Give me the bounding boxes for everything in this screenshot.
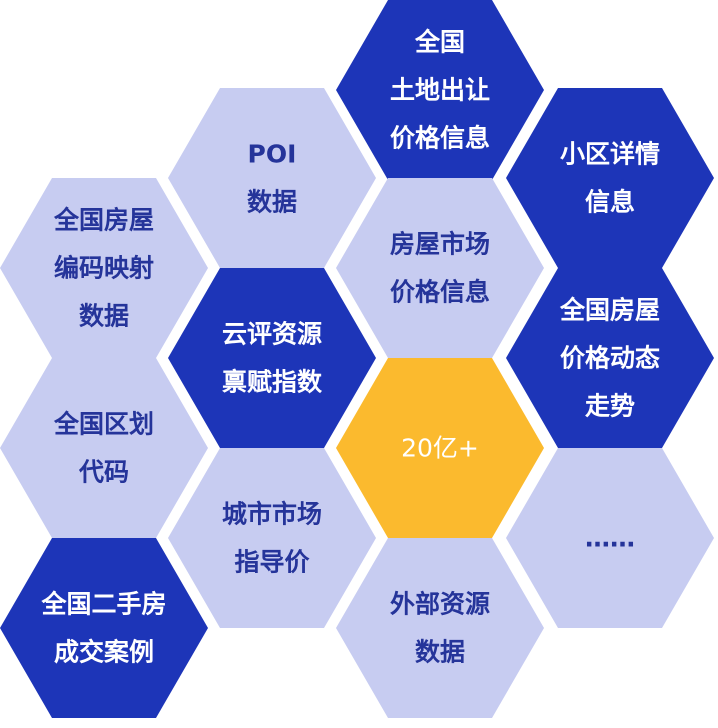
hex-label-line: 数据 (247, 188, 297, 217)
hex-label-line: 房屋市场 (390, 230, 490, 259)
hex-label-line: 价格动态 (560, 344, 660, 373)
hex-shape (336, 358, 544, 538)
hex-shape (168, 88, 376, 268)
hex-label-line: 数据 (415, 638, 465, 667)
hex-label-line: 成交案例 (54, 638, 154, 667)
hex-label-line: 云评资源 (222, 320, 322, 349)
hex-label-line: 数据 (79, 302, 129, 331)
hex-label-line: 编码映射 (54, 254, 154, 283)
hex-shape (506, 448, 714, 628)
hex-label-line: 价格信息 (390, 124, 490, 153)
hex-label-line: POI (248, 140, 297, 169)
hex-label-line: 全国 (414, 28, 465, 57)
hex-shape (168, 448, 376, 628)
hex-label-line: 全国房屋 (559, 296, 660, 325)
hex-label-line: 土地出让 (390, 76, 490, 105)
hex-label-line: 全国二手房 (40, 590, 166, 619)
hex-shape (506, 88, 714, 268)
hex-label-line: …… (585, 524, 635, 553)
hex-shape (0, 358, 208, 538)
hex-label-line: 价格信息 (390, 278, 490, 307)
hex-label-line: 指导价 (234, 548, 310, 577)
hex-shape (0, 178, 208, 358)
hex-label-line: 城市市场 (222, 500, 322, 529)
hex-label-line: 全国区划 (53, 410, 154, 439)
hex-label-line: 代码 (78, 458, 129, 487)
hex-cell-center-total: 20亿+ (336, 358, 544, 538)
hex-shape (506, 268, 714, 448)
hex-label-line: 禀赋指数 (222, 368, 323, 397)
hex-shape (168, 268, 376, 448)
hex-cell-poi-data: POI 数据 (168, 88, 376, 268)
hex-shape (336, 538, 544, 718)
hex-shape (0, 538, 208, 718)
hex-label-line: 外部资源 (390, 590, 490, 619)
hex-label-line: 小区详情 (560, 140, 660, 169)
hex-label-line: 20亿+ (401, 434, 479, 463)
hex-cell-more: …… (506, 448, 714, 628)
hex-label-line: 信息 (585, 188, 635, 217)
hex-shape (336, 0, 544, 180)
hex-label-line: 全国房屋 (53, 206, 154, 235)
hex-shape (336, 178, 544, 358)
hex-label-line: 走势 (585, 392, 635, 421)
